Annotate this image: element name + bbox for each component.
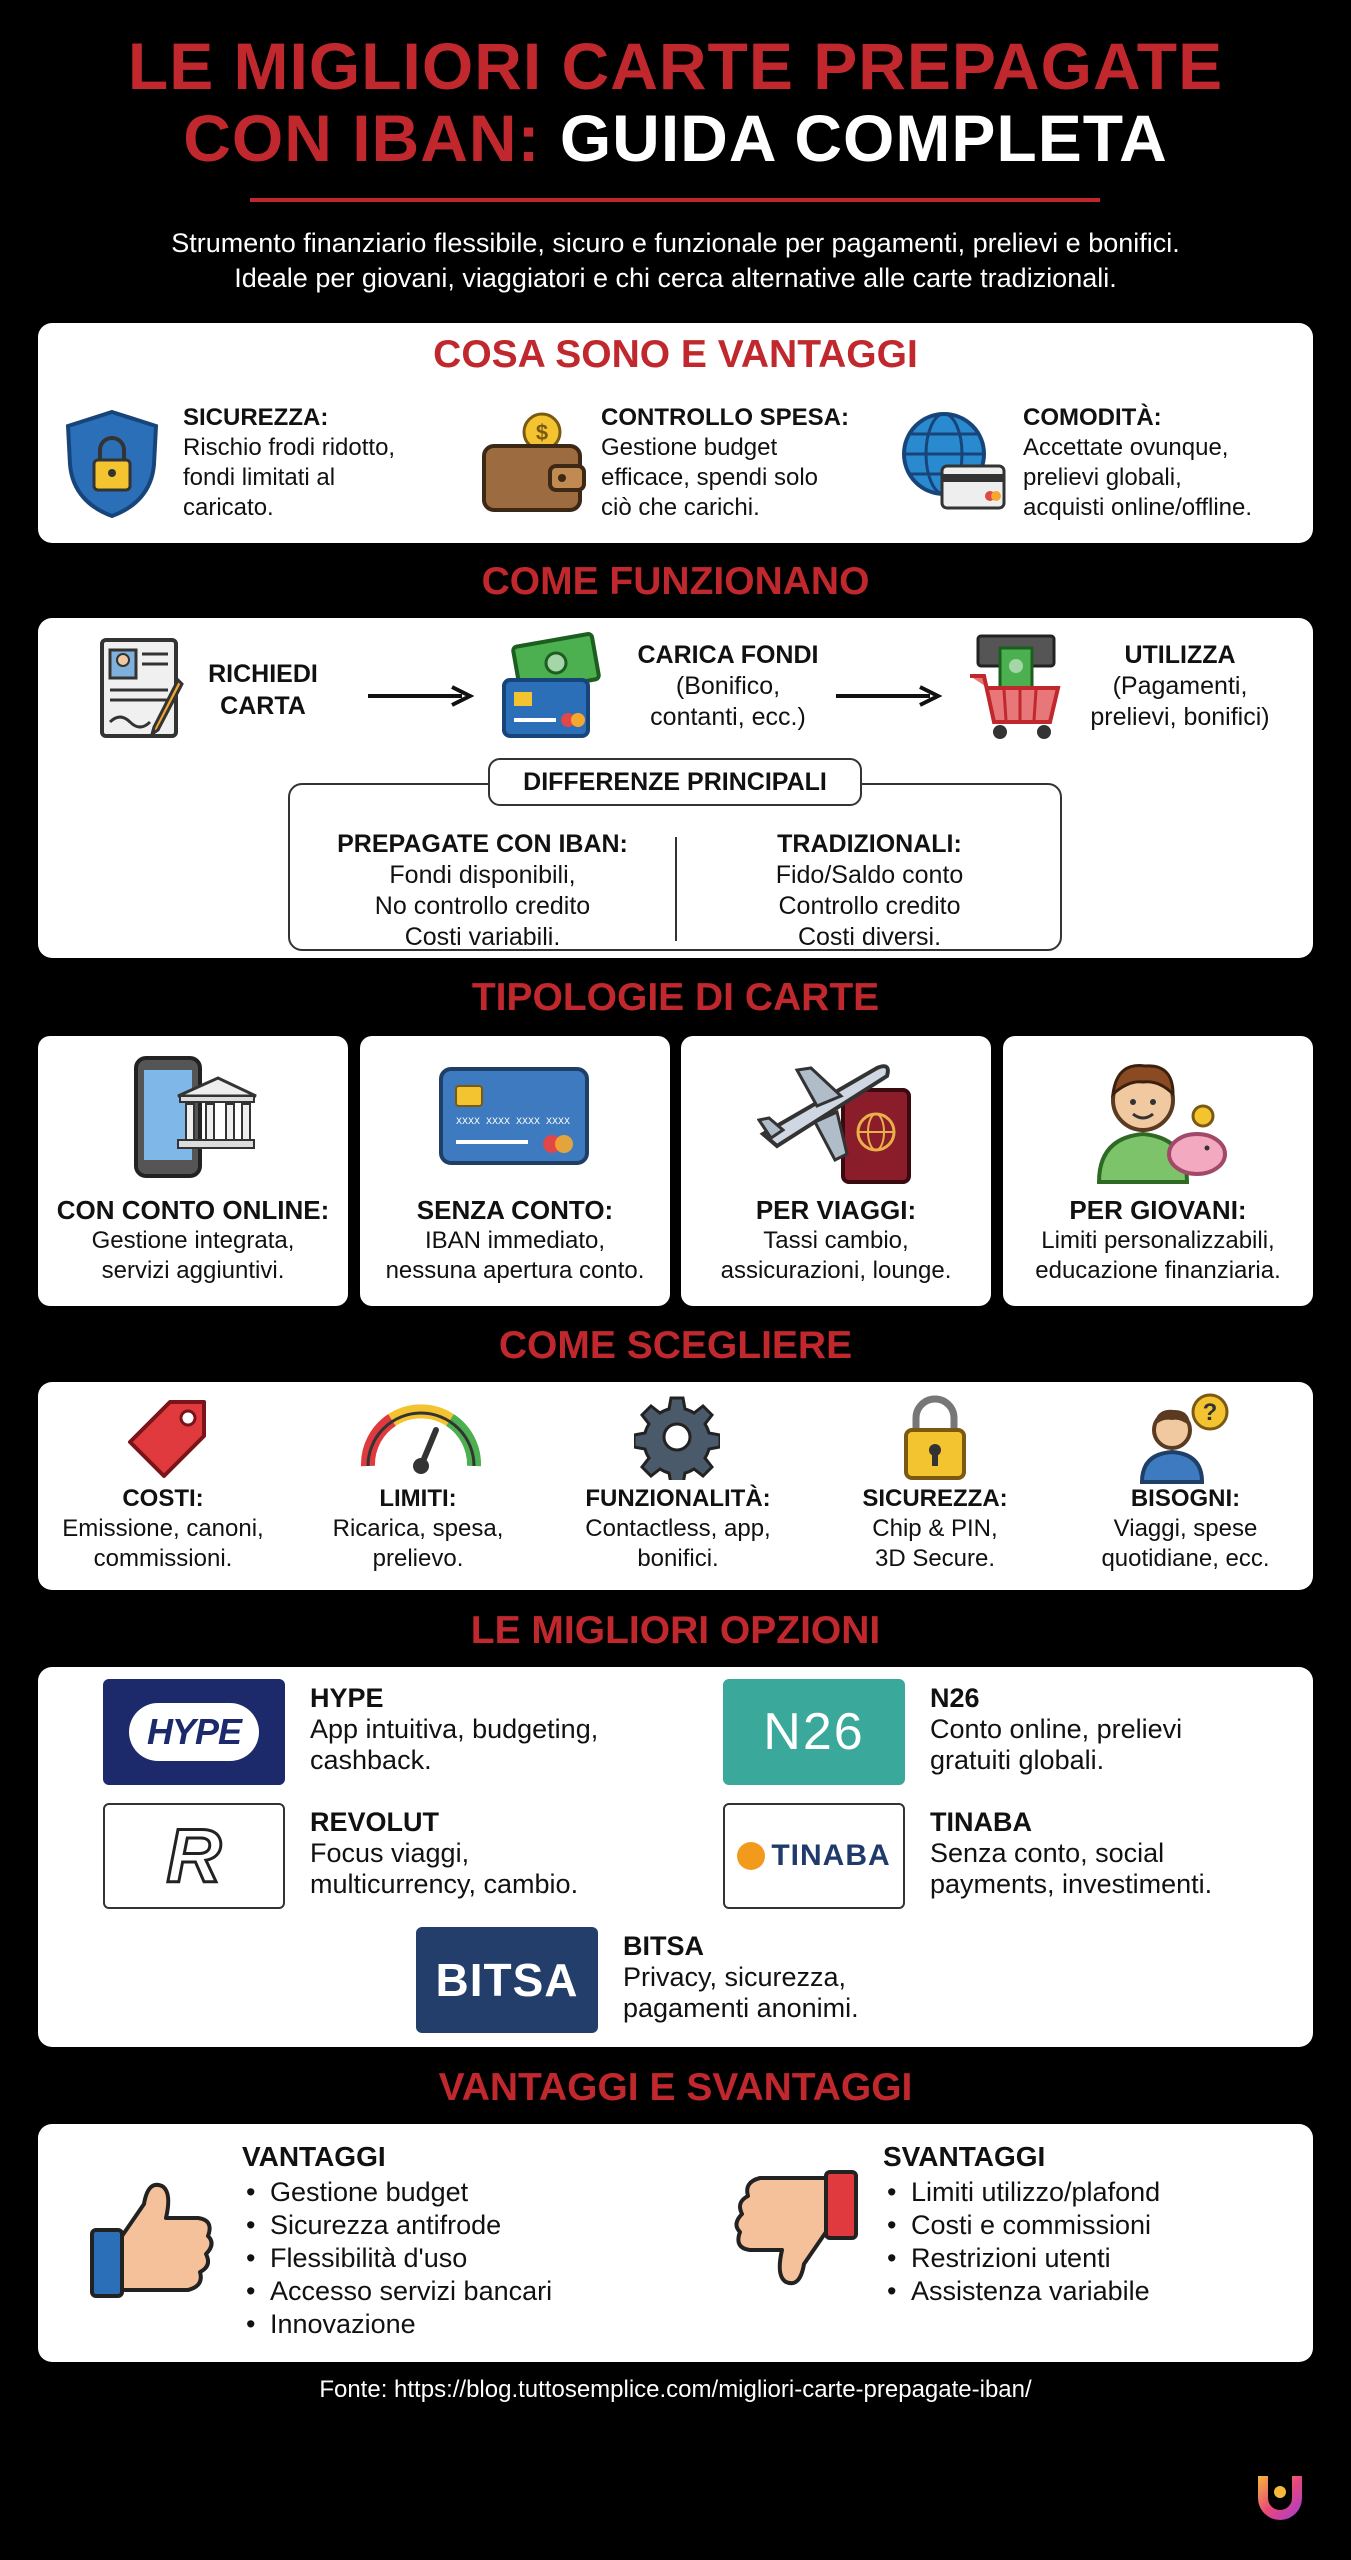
scegliere-bisogni: BISOGNI: Viaggi, spese quotidiane, ecc.: [1101, 1485, 1270, 1572]
thumbs-up-icon: [88, 2174, 218, 2304]
svantaggio-item: Assistenza variabile: [883, 2275, 1303, 2308]
gear-icon: [634, 1394, 720, 1480]
page-title: LE MIGLIORI CARTE PREPAGATE CON IBAN: GU…: [0, 30, 1351, 174]
arrow-right-icon: [366, 684, 474, 708]
arrow-right-icon: [834, 684, 942, 708]
option-revolut: REVOLUT Focus viaggi, multicurrency, cam…: [310, 1807, 579, 1899]
bitsa-logo: BITSA: [416, 1927, 598, 2033]
page-subtitle: Strumento finanziario flessibile, sicuro…: [0, 226, 1351, 296]
cosa-item-comodita: COMODITÀ: Accettate ovunque, prelievi gl…: [1023, 404, 1253, 521]
title-line-2-white: GUIDA COMPLETA: [559, 101, 1168, 175]
n26-logo: N26: [723, 1679, 905, 1785]
section-title-tipologie: TIPOLOGIE DI CARTE: [471, 976, 880, 1019]
phone-bank-icon: [128, 1052, 258, 1182]
tipologia-text-senza-conto: SENZA CONTO: IBAN immediato, nessuna ape…: [385, 1195, 645, 1284]
section-title-cosa-sono: COSA SONO E VANTAGGI: [433, 333, 918, 376]
cosa-item-controllo-spesa: CONTROLLO SPESA: Gestione budget efficac…: [601, 404, 850, 521]
svg-text:$: $: [536, 420, 548, 445]
person-question-icon: ?: [1136, 1392, 1232, 1484]
hype-logo: HYPE: [103, 1679, 285, 1785]
option-hype: HYPE App intuitiva, budgeting, cashback.: [310, 1683, 599, 1775]
tipologia-card-senza-conto: XXXX XXXX XXXX XXXX SENZA CONTO: IBAN im…: [360, 1036, 670, 1306]
section-title-pro-contro: VANTAGGI E SVANTAGGI: [438, 2066, 913, 2109]
wallet-icon: $: [478, 408, 588, 518]
subtitle-line-2: Ideale per giovani, viaggiatori e chi ce…: [234, 263, 1117, 293]
padlock-icon: [900, 1392, 970, 1482]
scegliere-sicurezza: SICUREZZA: Chip & PIN, 3D Secure.: [862, 1485, 1008, 1572]
tipologia-text-viaggi: PER VIAGGI: Tassi cambio, assicurazioni,…: [720, 1195, 952, 1284]
svantaggi-list: SVANTAGGI Limiti utilizzo/plafond Costi …: [883, 2140, 1303, 2308]
vantaggio-item: Flessibilità d'uso: [242, 2242, 722, 2275]
vantaggio-item: Innovazione: [242, 2308, 722, 2341]
thumbs-down-icon: [730, 2164, 860, 2294]
scegliere-funzionalita: FUNZIONALITÀ: Contactless, app, bonifici…: [585, 1485, 771, 1572]
scegliere-costi: COSTI: Emissione, canoni, commissioni.: [62, 1485, 264, 1572]
differenze-box: PREPAGATE CON IBAN: Fondi disponibili, N…: [288, 783, 1062, 951]
section-title-opzioni: LE MIGLIORI OPZIONI: [470, 1609, 881, 1652]
option-tinaba: TINABA Senza conto, social payments, inv…: [930, 1807, 1213, 1899]
tipologia-card-viaggi: PER VIAGGI: Tassi cambio, assicurazioni,…: [681, 1036, 991, 1306]
vantaggi-list: VANTAGGI Gestione budget Sicurezza antif…: [242, 2140, 722, 2341]
subtitle-line-1: Strumento finanziario flessibile, sicuro…: [171, 228, 1180, 258]
section-title-come-funzionano: COME FUNZIONANO: [481, 560, 870, 603]
differenze-tradizionali: TRADIZIONALI: Fido/Saldo conto Controllo…: [775, 830, 964, 951]
differenze-title: DIFFERENZE PRINCIPALI: [488, 758, 862, 806]
atm-cart-icon: [964, 632, 1068, 742]
source-link[interactable]: Fonte: https://blog.tuttosemplice.com/mi…: [319, 2376, 1032, 2403]
svantaggio-item: Costi e commissioni: [883, 2209, 1303, 2242]
vantaggio-item: Sicurezza antifrode: [242, 2209, 722, 2242]
scegliere-limiti: LIMITI: Ricarica, spesa, prelievo.: [332, 1485, 504, 1572]
tipologia-text-conto-online: CON CONTO ONLINE: Gestione integrata, se…: [56, 1195, 330, 1284]
tipologia-card-giovani: PER GIOVANI: Limiti personalizzabili, ed…: [1003, 1036, 1313, 1306]
step-carica-fondi: CARICA FONDI (Bonifico, contanti, ecc.): [637, 641, 819, 731]
tinaba-dot-icon: [737, 1842, 766, 1870]
title-line-2-red: CON IBAN:: [183, 101, 541, 175]
come-scegliere-panel: COSTI: Emissione, canoni, commissioni. L…: [38, 1382, 1313, 1590]
shield-lock-icon: [62, 408, 162, 520]
tipologia-card-conto-online: CON CONTO ONLINE: Gestione integrata, se…: [38, 1036, 348, 1306]
globe-card-icon: [898, 408, 1008, 518]
differenze-prepagate: PREPAGATE CON IBAN: Fondi disponibili, N…: [337, 830, 628, 951]
option-bitsa: BITSA Privacy, sicurezza, pagamenti anon…: [623, 1931, 859, 2023]
step-richiedi-carta: RICHIEDI CARTA: [208, 660, 318, 720]
application-form-icon: [96, 634, 186, 744]
brand-logo: [1250, 2466, 1310, 2526]
young-piggybank-icon: [1089, 1050, 1229, 1186]
cosa-item-sicurezza: SICUREZZA: Rischio frodi ridotto, fondi …: [183, 404, 396, 521]
plane-passport-icon: [757, 1050, 917, 1186]
svantaggio-item: Limiti utilizzo/plafond: [883, 2176, 1303, 2209]
tipologia-text-giovani: PER GIOVANI: Limiti personalizzabili, ed…: [1035, 1195, 1281, 1284]
differenze-divider: [675, 837, 677, 941]
svantaggio-item: Restrizioni utenti: [883, 2242, 1303, 2275]
step-utilizza: UTILIZZA (Pagamenti, prelievi, bonifici): [1090, 641, 1270, 731]
title-line-1: LE MIGLIORI CARTE PREPAGATE: [127, 29, 1224, 103]
card-number-text: XXXX XXXX XXXX XXXX: [456, 1117, 570, 1128]
price-tag-icon: [122, 1394, 212, 1484]
vantaggio-item: Accesso servizi bancari: [242, 2275, 722, 2308]
credit-card-icon: XXXX XXXX XXXX XXXX: [438, 1066, 590, 1166]
opzioni-panel: HYPE HYPE App intuitiva, budgeting, cash…: [38, 1667, 1313, 2047]
money-card-icon: [500, 632, 604, 742]
tinaba-logo: TINABA: [723, 1803, 905, 1909]
revolut-logo: R: [103, 1803, 285, 1909]
come-funzionano-panel: RICHIEDI CARTA CARICA FONDI (Bonifico, c…: [38, 618, 1313, 958]
gauge-icon: [358, 1400, 484, 1478]
section-title-come-scegliere: COME SCEGLIERE: [498, 1324, 853, 1367]
cosa-sono-panel: COSA SONO E VANTAGGI SICUREZZA: Rischio …: [38, 323, 1313, 543]
title-divider: [250, 198, 1100, 202]
pro-contro-panel: VANTAGGI Gestione budget Sicurezza antif…: [38, 2124, 1313, 2362]
option-n26: N26 Conto online, prelievi gratuiti glob…: [930, 1683, 1183, 1775]
svg-text:?: ?: [1203, 1399, 1218, 1426]
vantaggio-item: Gestione budget: [242, 2176, 722, 2209]
